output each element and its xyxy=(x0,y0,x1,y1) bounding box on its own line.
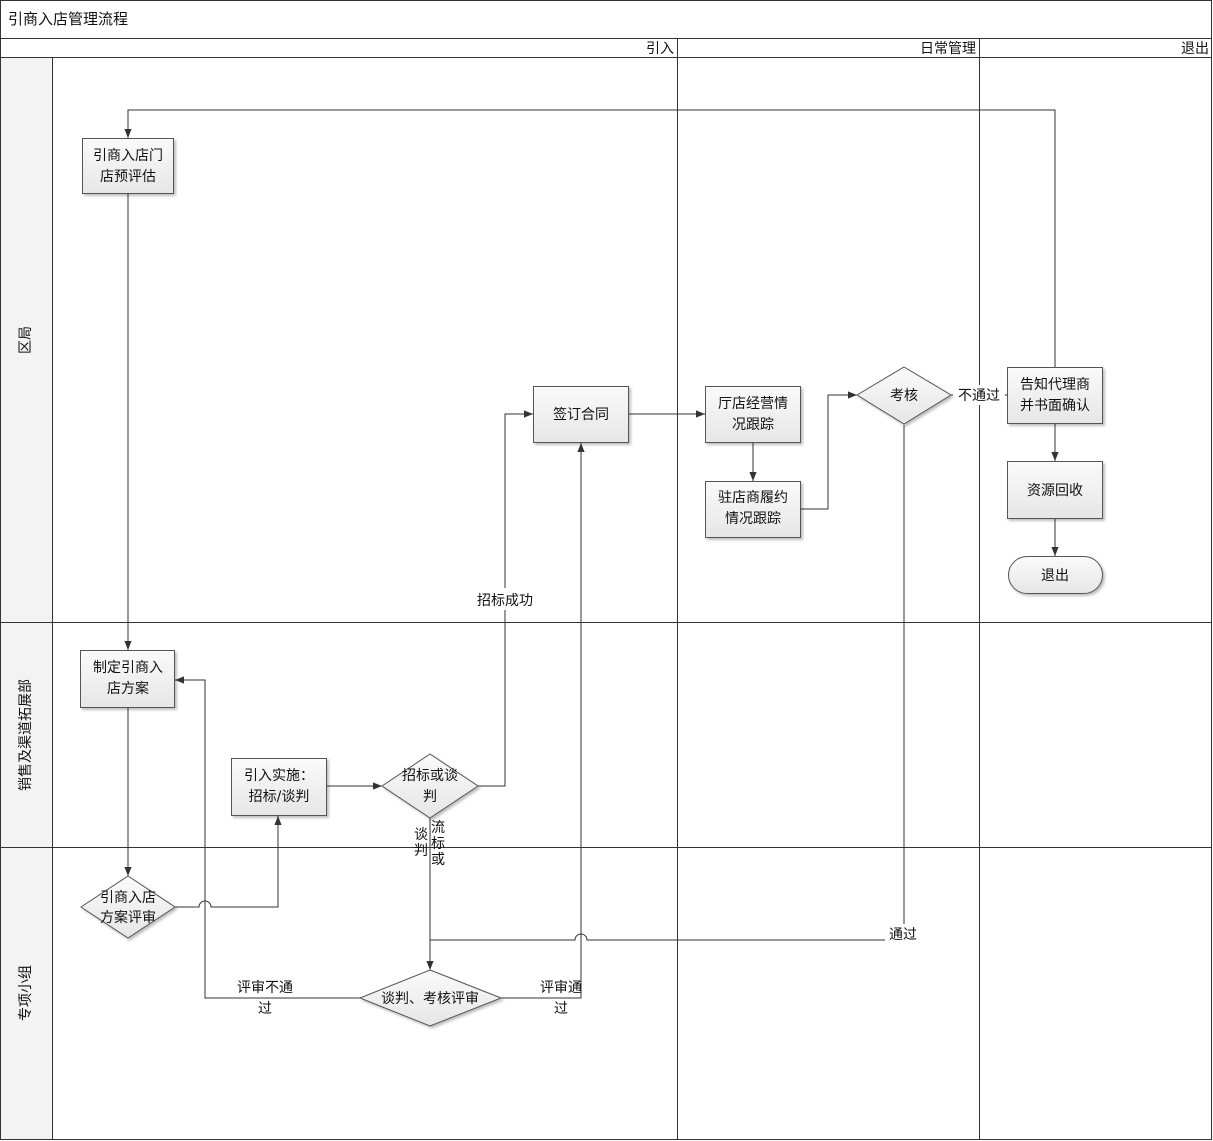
node-hall-tracking[interactable]: 厅店经营情 况跟踪 xyxy=(705,386,801,443)
node-make-plan-line1: 制定引商入 xyxy=(93,660,163,676)
lane-label-special-team: 专项小组 xyxy=(18,965,34,1021)
edge-label-failed-bid-char1: 流 xyxy=(431,820,445,836)
node-pre-evaluate[interactable]: 引商入店门 店预评估 xyxy=(82,138,174,194)
node-hall-tracking-line2: 况跟踪 xyxy=(732,417,774,433)
edge-label-review-fail-line2: 过 xyxy=(258,1001,272,1017)
node-exit[interactable]: 退出 xyxy=(1008,556,1103,594)
edge-label-failed-bid-char3: 或 xyxy=(431,852,445,868)
node-resource-recovery-line1: 资源回收 xyxy=(1027,483,1083,499)
edge-label-not-pass: 不通过 xyxy=(958,388,1000,404)
node-sign-contract-line1: 签订合同 xyxy=(553,406,609,423)
node-implement-line2: 招标/谈判 xyxy=(249,789,310,805)
node-notify-agent-line2: 并书面确认 xyxy=(1020,398,1090,414)
node-negotiation-review-line1: 谈判、考核评审 xyxy=(381,991,479,1007)
lane-label-district-bureau: 区局 xyxy=(18,326,34,354)
node-bid-or-negotiate-line2: 判 xyxy=(423,789,437,805)
node-bid-or-negotiate[interactable]: 招标或谈 判 xyxy=(381,753,479,819)
diagram-title: 引商入店管理流程 xyxy=(8,10,128,28)
edge-label-pass: 通过 xyxy=(889,927,917,943)
node-plan-review-line2: 方案评审 xyxy=(100,909,156,926)
node-exit-line1: 退出 xyxy=(1041,568,1069,584)
edge-review-to-implement xyxy=(175,816,282,908)
flow-connectors xyxy=(124,109,1059,999)
node-contract-tracking-line1: 驻店商履约 xyxy=(718,490,788,506)
node-implement-line1: 引入实施： xyxy=(244,768,314,784)
node-pre-evaluate-line2: 店预评估 xyxy=(100,169,156,185)
phase-label-intro: 引入 xyxy=(646,41,674,57)
node-assessment-line1: 考核 xyxy=(890,388,918,404)
edge-review-fail xyxy=(175,676,360,999)
edge-label-negotiate-char1: 谈 xyxy=(414,827,428,843)
phase-label-exit: 退出 xyxy=(1181,41,1209,57)
edge-review-pass xyxy=(501,443,585,999)
node-implement[interactable]: 引入实施： 招标/谈判 xyxy=(231,758,327,816)
edge-label-review-fail-line1: 评审不通 xyxy=(237,980,293,996)
node-hall-tracking-line1: 厅店经营情 xyxy=(718,396,788,412)
phase-label-daily-management: 日常管理 xyxy=(920,41,976,57)
node-assessment[interactable]: 考核 xyxy=(856,366,952,425)
node-sign-contract[interactable]: 签订合同 xyxy=(533,386,629,443)
edge-label-bid-success: 招标成功 xyxy=(477,593,533,609)
node-contract-tracking[interactable]: 驻店商履约 情况跟踪 xyxy=(705,481,801,538)
node-plan-review[interactable]: 引商入店 方案评审 xyxy=(80,875,176,939)
edge-label-review-pass-line2: 过 xyxy=(554,1001,568,1017)
node-resource-recovery[interactable]: 资源回收 xyxy=(1007,461,1103,519)
node-notify-agent[interactable]: 告知代理商 并书面确认 xyxy=(1007,367,1103,424)
node-negotiation-review[interactable]: 谈判、考核评审 xyxy=(358,969,503,1027)
node-make-plan-line2: 店方案 xyxy=(107,680,149,697)
node-plan-review-line1: 引商入店 xyxy=(100,890,156,906)
node-pre-evaluate-line1: 引商入店门 xyxy=(93,148,163,164)
node-contract-tracking-line2: 情况跟踪 xyxy=(725,511,781,527)
edge-label-failed-bid-char2: 标 xyxy=(431,836,445,852)
lane-label-sales-channel-dept: 销售及渠道拓展部 xyxy=(18,679,34,791)
edge-label-review-pass-line1: 评审通 xyxy=(540,980,582,996)
node-bid-or-negotiate-line1: 招标或谈 xyxy=(402,768,458,784)
edge-loop-back xyxy=(124,109,1056,367)
edge-contract-to-assessment xyxy=(800,391,857,510)
node-make-plan[interactable]: 制定引商入 店方案 xyxy=(80,650,175,708)
node-notify-agent-line1: 告知代理商 xyxy=(1020,376,1090,393)
edge-label-negotiate-char2: 判 xyxy=(414,843,428,859)
edge-pass xyxy=(430,425,905,941)
